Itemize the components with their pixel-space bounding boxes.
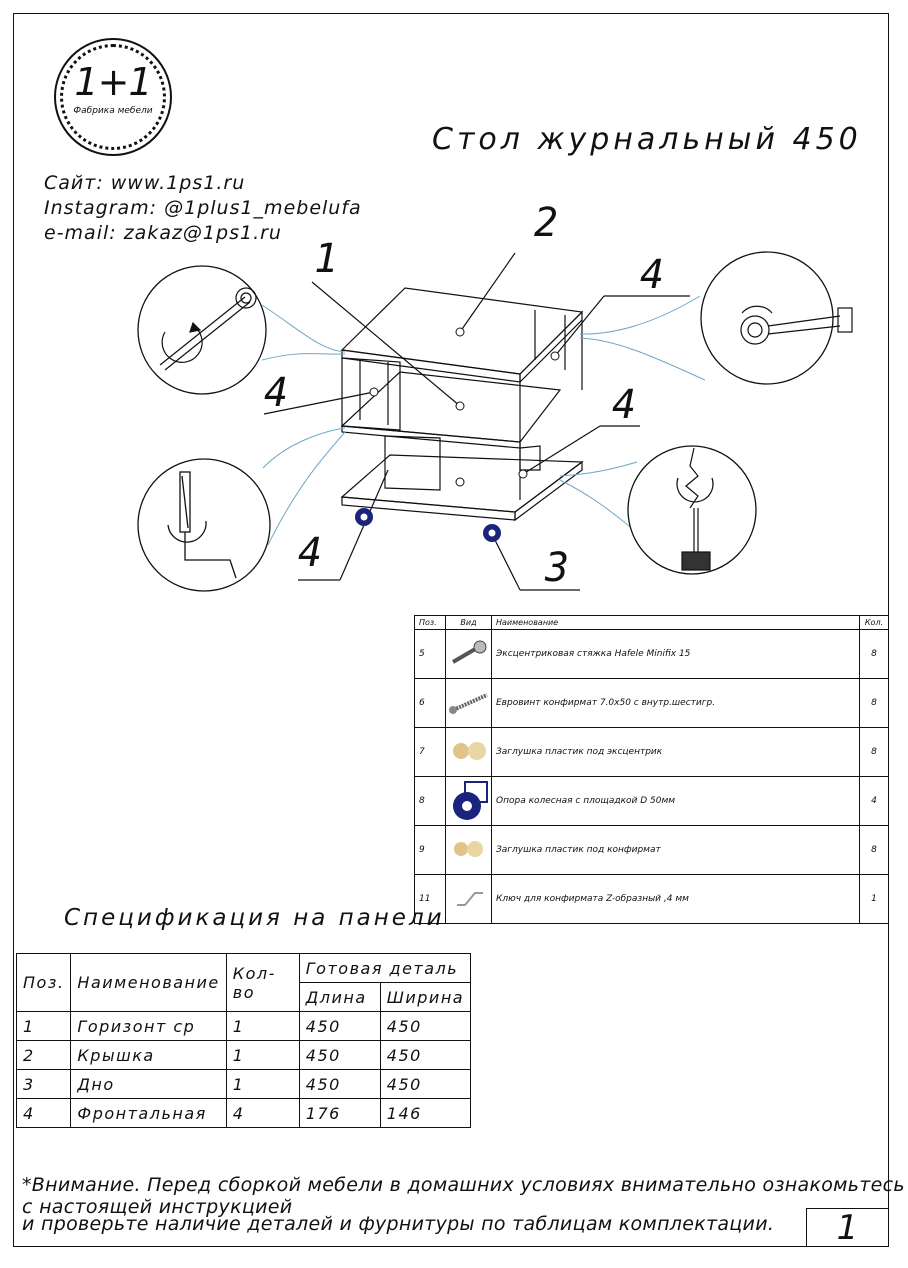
hw-qty: 8 [859, 825, 889, 875]
minifix-icon [445, 629, 492, 679]
hw-name: Ключ для конфирмата Z-образный ,4 мм [491, 874, 860, 924]
contact-site: Сайт: www.1ps1.ru [44, 172, 246, 194]
drawing-frame [13, 13, 889, 1247]
table-row: 8 Опора колесная с площадкой D 50мм 4 [414, 776, 889, 826]
table-row: 7 Заглушка пластик под эксцентрик 8 [414, 727, 889, 777]
callout-2: 2 [534, 200, 559, 246]
hardware-header-row: Поз. Вид Наименование Кол. [414, 615, 889, 630]
hardware-table: Поз. Вид Наименование Кол. 5 Эксцентрико… [414, 615, 889, 930]
spec-pos: 3 [15, 1069, 72, 1099]
spec-name: Фронтальная [70, 1098, 227, 1128]
hw-qty: 8 [859, 629, 889, 679]
spec-header-length: Длина [298, 982, 381, 1012]
contact-instagram: Instagram: @1plus1_mebelufa [44, 197, 362, 219]
assembly-drawing [137, 251, 853, 592]
spec-width: 450 [379, 1040, 472, 1070]
table-row: 6 Евровинт конфирмат 7.0х50 с внутр.шест… [414, 678, 889, 728]
spec-name: Горизонт ср [70, 1011, 227, 1041]
spec-header-name: Наименование [70, 953, 227, 1012]
logo-caption: Фабрика мебели [73, 106, 153, 116]
hw-name: Евровинт конфирмат 7.0х50 с внутр.шестиг… [491, 678, 860, 728]
logo-mark: 1+1 [74, 60, 152, 104]
hw-pos: 8 [414, 776, 446, 826]
table-row: 2 Крышка 1 450 450 [15, 1040, 472, 1070]
hw-header-vid: Вид [445, 615, 492, 630]
spec-pos: 4 [15, 1098, 72, 1128]
spec-title: Спецификация на панели [64, 905, 445, 931]
table-row: 5 Эксцентриковая стяжка Hafele Minifix 1… [414, 629, 889, 679]
spec-length: 450 [298, 1069, 381, 1099]
spec-pos: 2 [15, 1040, 72, 1070]
spec-header-pos: Поз. [15, 953, 72, 1012]
spec-header-qty: Кол-во [225, 953, 300, 1012]
hw-pos: 7 [414, 727, 446, 777]
callout-4-right: 4 [612, 382, 637, 428]
hw-name: Заглушка пластик под конфирмат [491, 825, 860, 875]
cap-icon [445, 727, 492, 777]
spec-pos: 1 [15, 1011, 72, 1041]
callout-4-top-right: 4 [640, 252, 665, 298]
spec-length: 176 [298, 1098, 381, 1128]
logo-ring [54, 38, 172, 156]
hw-pos: 6 [414, 678, 446, 728]
cap-icon [445, 825, 492, 875]
warning-note-line-2: и проверьте наличие деталей и фурнитуры … [22, 1213, 775, 1235]
page-number: 1 [806, 1208, 889, 1247]
callout-3: 3 [545, 545, 570, 591]
hw-header-pos: Поз. [414, 615, 446, 630]
hw-qty: 8 [859, 727, 889, 777]
spec-qty: 1 [225, 1069, 300, 1099]
hw-name: Эксцентриковая стяжка Hafele Minifix 15 [491, 629, 860, 679]
spec-qty: 1 [225, 1011, 300, 1041]
spec-width: 146 [379, 1098, 472, 1128]
hw-qty: 8 [859, 678, 889, 728]
spec-qty: 4 [225, 1098, 300, 1128]
table-row: 4 Фронтальная 4 176 146 [15, 1098, 472, 1128]
hw-name: Заглушка пластик под эксцентрик [491, 727, 860, 777]
confirmat-screw-icon [445, 678, 492, 728]
spec-header-row: Поз. Наименование Кол-во Готовая деталь [15, 953, 472, 1012]
table-row: 11 Ключ для конфирмата Z-образный ,4 мм … [414, 874, 889, 924]
spec-length: 450 [298, 1011, 381, 1041]
spec-length: 450 [298, 1040, 381, 1070]
document-title: Стол журнальный 450 [432, 122, 862, 157]
spec-name: Крышка [70, 1040, 227, 1070]
wheel-icon [445, 776, 492, 826]
contact-email: e-mail: zakaz@1ps1.ru [44, 222, 282, 244]
callout-1: 1 [314, 236, 339, 282]
hw-pos: 9 [414, 825, 446, 875]
spec-name: Дно [70, 1069, 227, 1099]
spec-width: 450 [379, 1011, 472, 1041]
callout-4-left: 4 [264, 370, 289, 416]
hw-name: Опора колесная с площадкой D 50мм [491, 776, 860, 826]
hw-header-qty: Кол. [859, 615, 889, 630]
spec-qty: 1 [225, 1040, 300, 1070]
table-row: 3 Дно 1 450 450 [15, 1069, 472, 1099]
table-row: 9 Заглушка пластик под конфирмат 8 [414, 825, 889, 875]
spec-subheader-row: Длина Ширина [17, 982, 472, 1012]
callout-4-bottom-left: 4 [298, 530, 323, 576]
logo-dots [60, 44, 166, 150]
warning-note-line-1: *Внимание. Перед сборкой мебели в домашн… [22, 1174, 905, 1218]
spec-header-group: Готовая деталь [298, 953, 472, 983]
spec-header-width: Ширина [379, 982, 472, 1012]
hw-qty: 4 [859, 776, 889, 826]
spec-width: 450 [379, 1069, 472, 1099]
hex-key-icon [445, 874, 492, 924]
hw-qty: 1 [859, 874, 889, 924]
spec-table: Поз. Наименование Кол-во Готовая деталь … [15, 953, 472, 1128]
hw-header-name: Наименование [491, 615, 860, 630]
table-row: 1 Горизонт ср 1 450 450 [15, 1011, 472, 1041]
hw-pos: 5 [414, 629, 446, 679]
